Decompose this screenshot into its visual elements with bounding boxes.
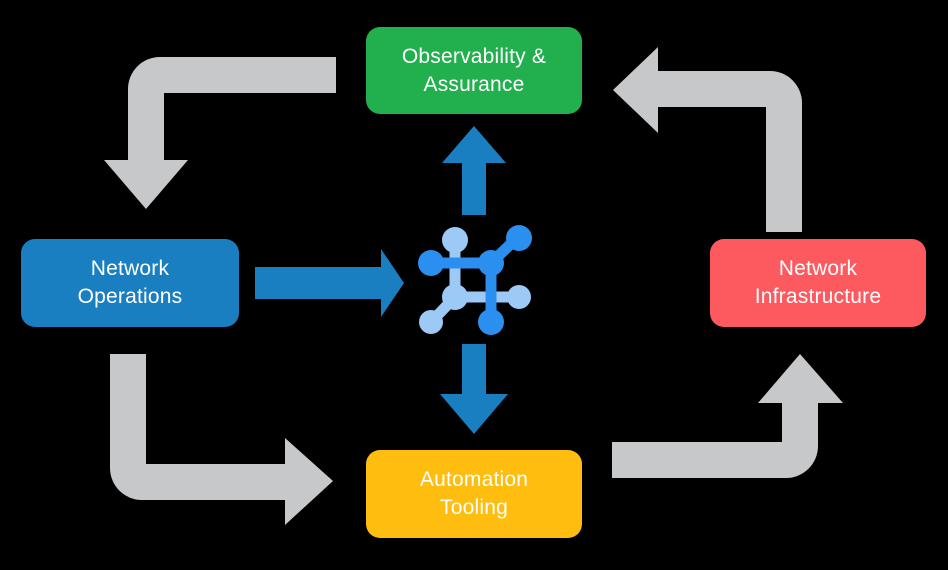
connector-automation-to-infrastructure	[612, 354, 843, 478]
connector-center-to-automation	[440, 344, 508, 434]
icon-light-nodes	[419, 227, 531, 334]
node-automation-tooling[interactable]: Automation Tooling	[366, 450, 582, 538]
connector-infrastructure-to-observability	[613, 47, 802, 232]
node-observability-assurance[interactable]: Observability & Assurance	[366, 27, 582, 114]
icon-dark-nodes	[418, 225, 532, 335]
connector-ops-to-center	[255, 249, 404, 317]
node-network-infrastructure[interactable]: Network Infrastructure	[710, 239, 926, 327]
connector-center-to-observability	[442, 126, 506, 215]
connector-ops-to-automation	[110, 354, 333, 525]
node-network-operations[interactable]: Network Operations	[21, 239, 239, 327]
connector-observability-to-ops	[104, 57, 336, 209]
